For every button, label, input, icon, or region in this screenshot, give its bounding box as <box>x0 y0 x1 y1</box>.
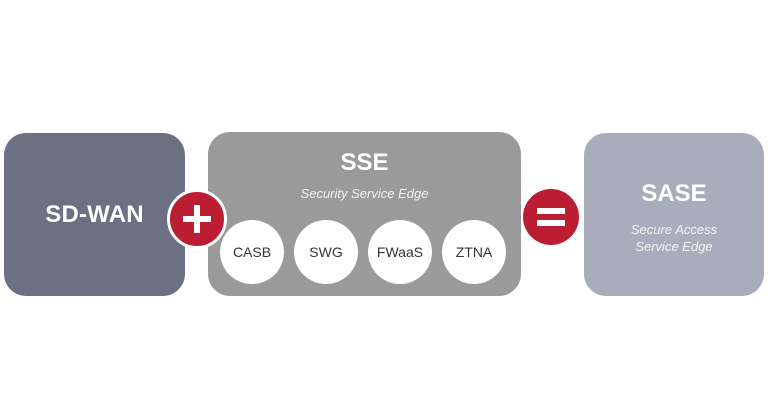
sse-components: CASB SWG FWaaS ZTNA <box>220 220 506 284</box>
sse-box: SSE Security Service Edge CASB SWG FWaaS… <box>208 132 521 296</box>
sase-subtitle: Secure Access Service Edge <box>584 221 764 255</box>
sase-subtitle-line1: Secure Access <box>630 222 718 237</box>
component-swg: SWG <box>294 220 358 284</box>
equals-icon <box>523 189 579 245</box>
plus-icon-glyph <box>183 205 211 233</box>
sse-title: SSE <box>340 149 389 176</box>
plus-icon <box>167 189 227 249</box>
sase-title: SASE <box>641 180 707 207</box>
component-casb: CASB <box>220 220 284 284</box>
component-ztna: ZTNA <box>442 220 506 284</box>
sase-subtitle-line2: Service Edge <box>635 239 713 254</box>
sase-box: SASE Secure Access Service Edge <box>584 133 764 296</box>
sse-subtitle: Security Service Edge <box>300 186 429 201</box>
sdwan-box: SD-WAN <box>4 133 185 296</box>
sdwan-title: SD-WAN <box>45 200 144 228</box>
equals-icon-glyph <box>537 208 565 226</box>
component-fwaas: FWaaS <box>368 220 432 284</box>
